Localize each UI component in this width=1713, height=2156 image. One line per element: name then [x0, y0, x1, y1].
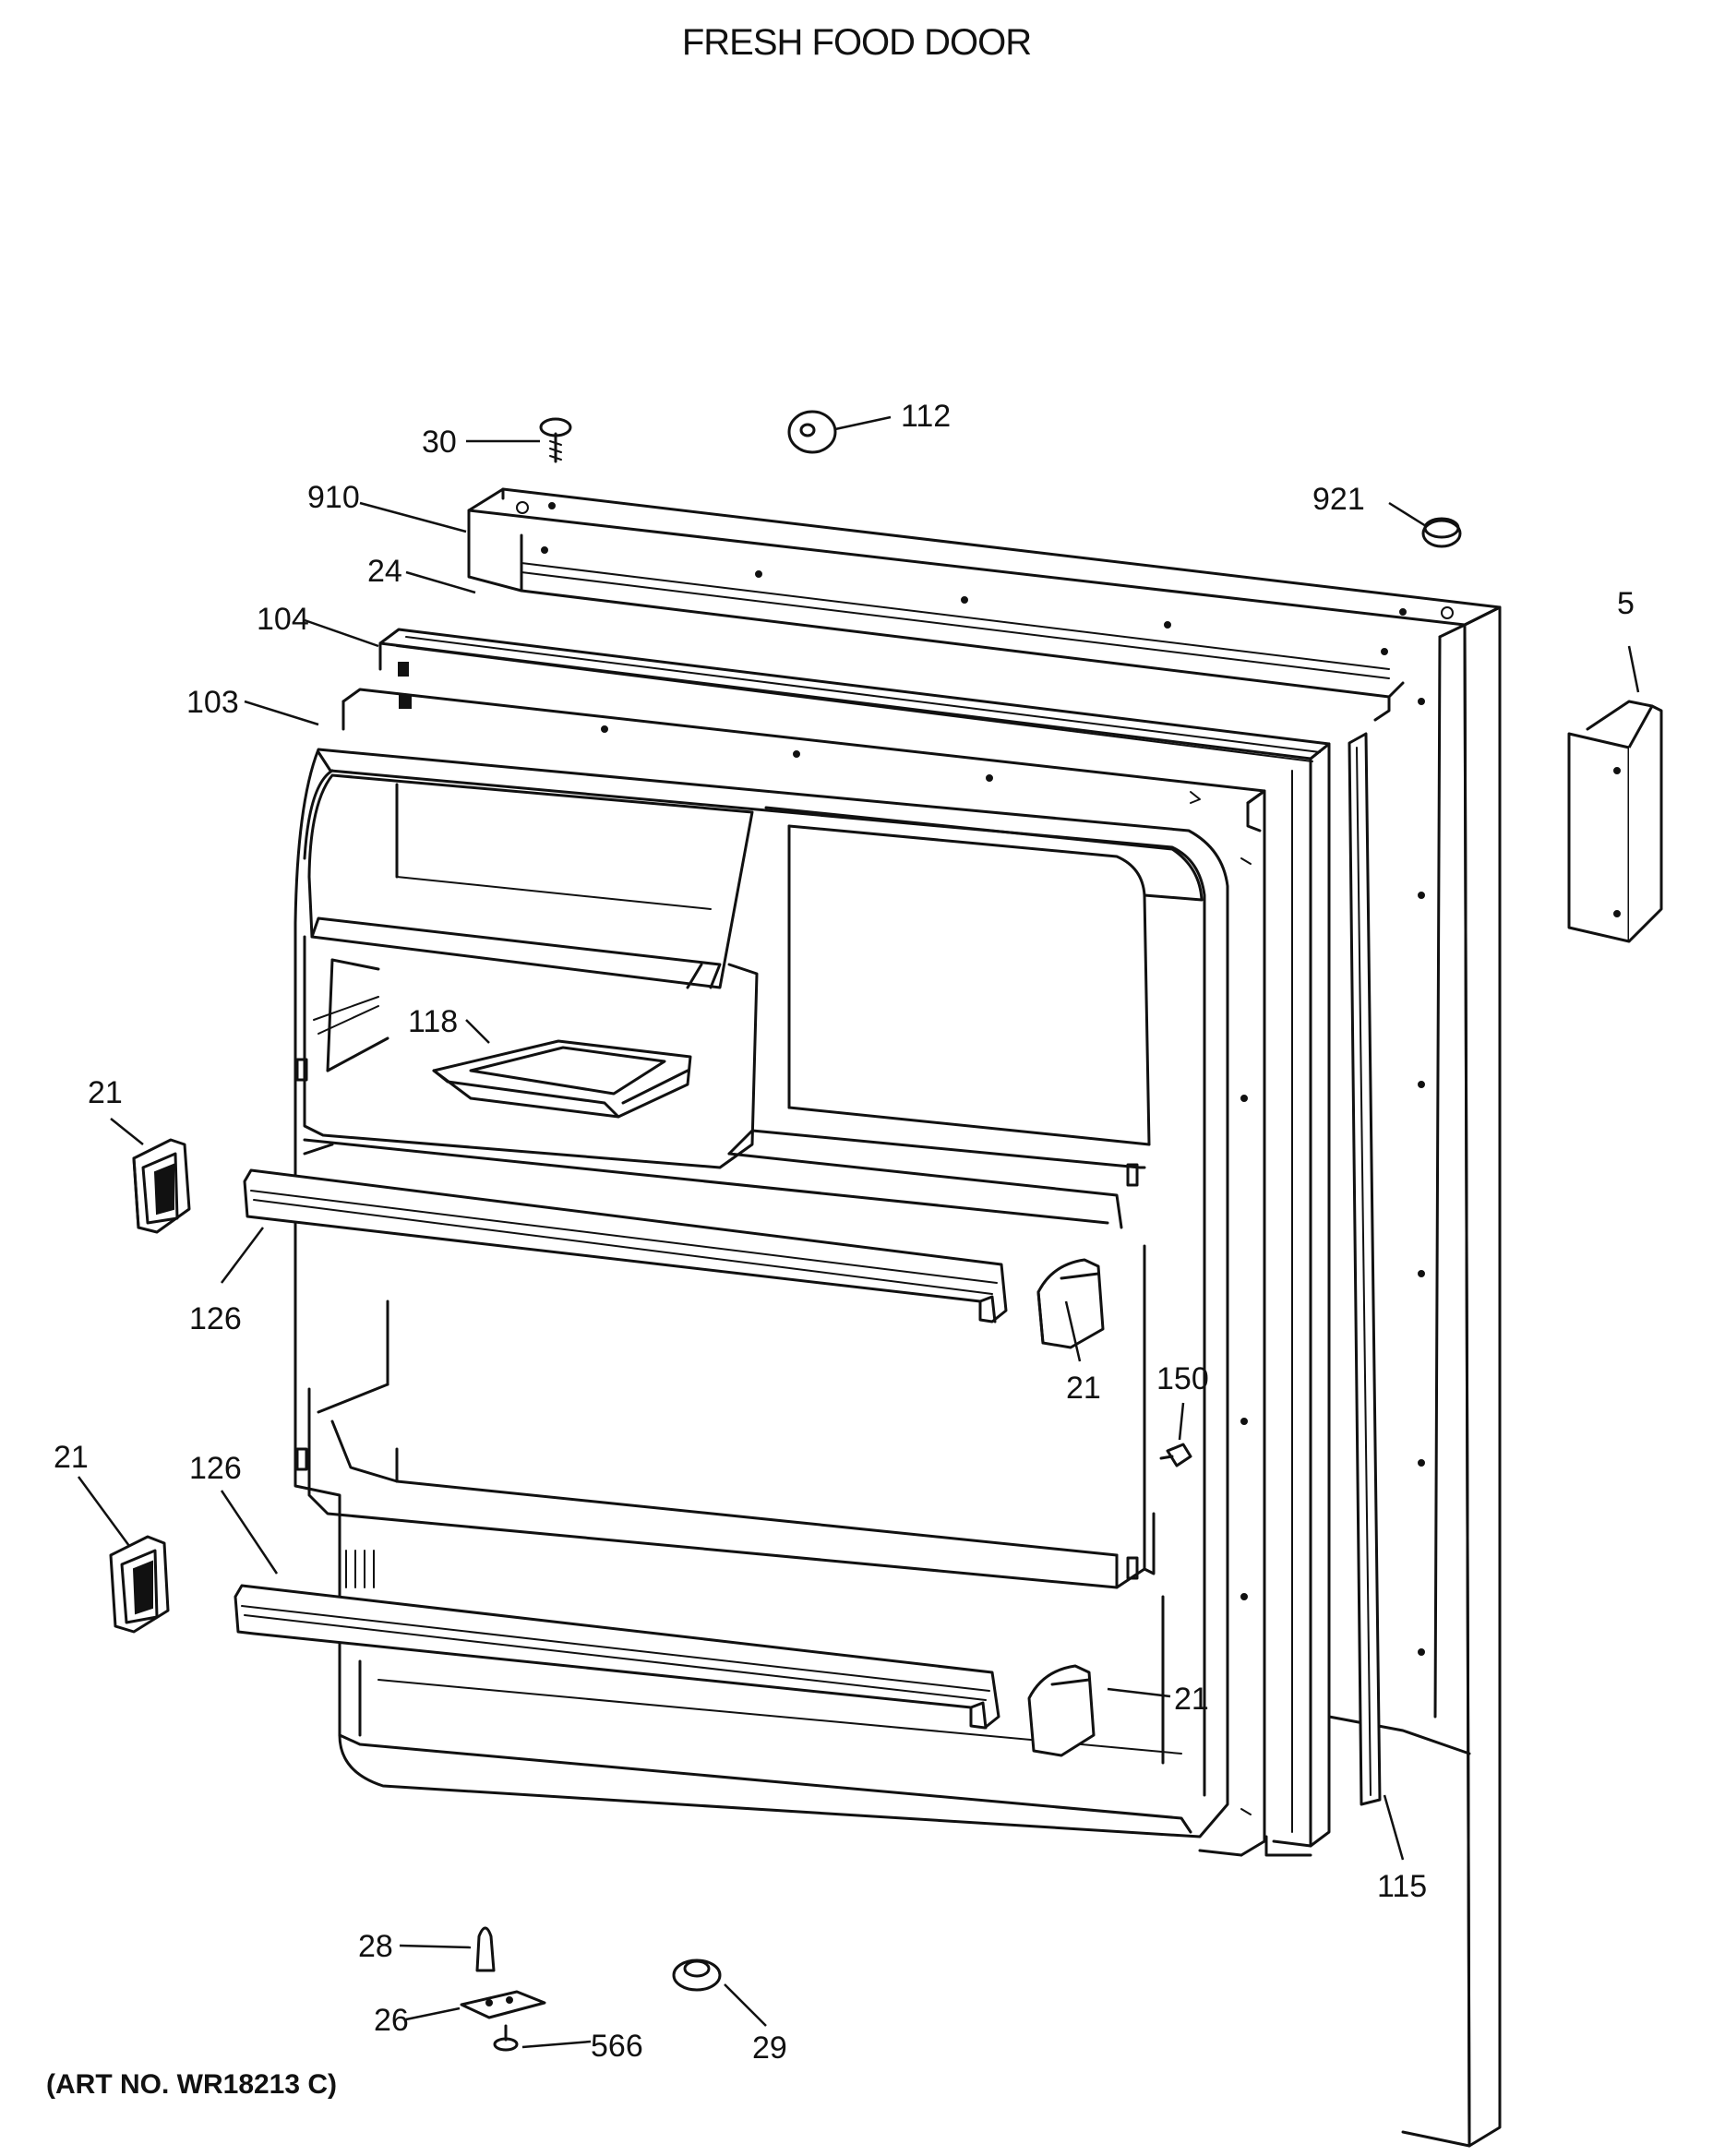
callout-label: 126 [189, 1301, 242, 1336]
callout-label: 921 [1312, 482, 1365, 517]
callout-label: 910 [307, 480, 360, 515]
callout-label: 21 [88, 1075, 123, 1110]
callout-label: 21 [54, 1440, 89, 1475]
diagram-title: FRESH FOOD DOOR [681, 22, 1032, 63]
callout-label: 28 [358, 1929, 393, 1964]
pin-part-28 [475, 1926, 496, 1972]
outer-door-part-910 [467, 487, 1502, 2148]
clip-part-21-left-upper [132, 1138, 191, 1234]
callout-labels: 30 112 910 921 24 104 5 103 118 21 126 2… [54, 399, 1635, 2066]
callout-label: 112 [901, 399, 951, 434]
plug-part-112 [787, 410, 837, 454]
strip-part-115 [1348, 732, 1382, 1806]
grommet-part-29 [672, 1958, 722, 1992]
callout-label: 566 [591, 2029, 643, 2064]
callout-label: 104 [257, 602, 309, 637]
inner-door-liner-part-103 [341, 688, 1266, 1857]
callout-label: 150 [1156, 1361, 1209, 1396]
callout-label: 26 [374, 2003, 409, 2038]
clip-part-21-right-upper [1036, 1258, 1105, 1349]
callout-label: 24 [367, 554, 402, 589]
door-gasket-part-104 [378, 628, 1331, 1857]
screw-part-30 [539, 417, 572, 463]
callout-label: 30 [422, 425, 457, 460]
callout-label: 115 [1377, 1869, 1427, 1904]
clip-part-21-right-lower [1027, 1664, 1096, 1757]
shelf-bar-part-126-lower [234, 1584, 1000, 1730]
callout-label: 126 [189, 1451, 242, 1486]
hinge-bracket-part-5 [1567, 700, 1663, 943]
hinge-plate-part-26 [460, 1990, 546, 2019]
callout-label: 103 [186, 685, 239, 720]
callout-label: 29 [752, 2030, 787, 2066]
art-number: (ART NO. WR18213 C) [46, 2069, 338, 2100]
callout-label: 21 [1066, 1371, 1101, 1406]
button-part-921 [1421, 517, 1462, 548]
callout-label: 21 [1174, 1682, 1209, 1717]
fastener-part-150 [1159, 1443, 1192, 1467]
screw-part-566 [493, 2024, 519, 2052]
callout-label: 5 [1617, 586, 1635, 621]
clip-part-21-left-lower [109, 1535, 170, 1634]
shelf-bar-part-126-upper [243, 1168, 1008, 1324]
leader-lines [77, 415, 1640, 2049]
callout-label: 118 [408, 1004, 458, 1039]
tray-part-118 [432, 1039, 692, 1119]
